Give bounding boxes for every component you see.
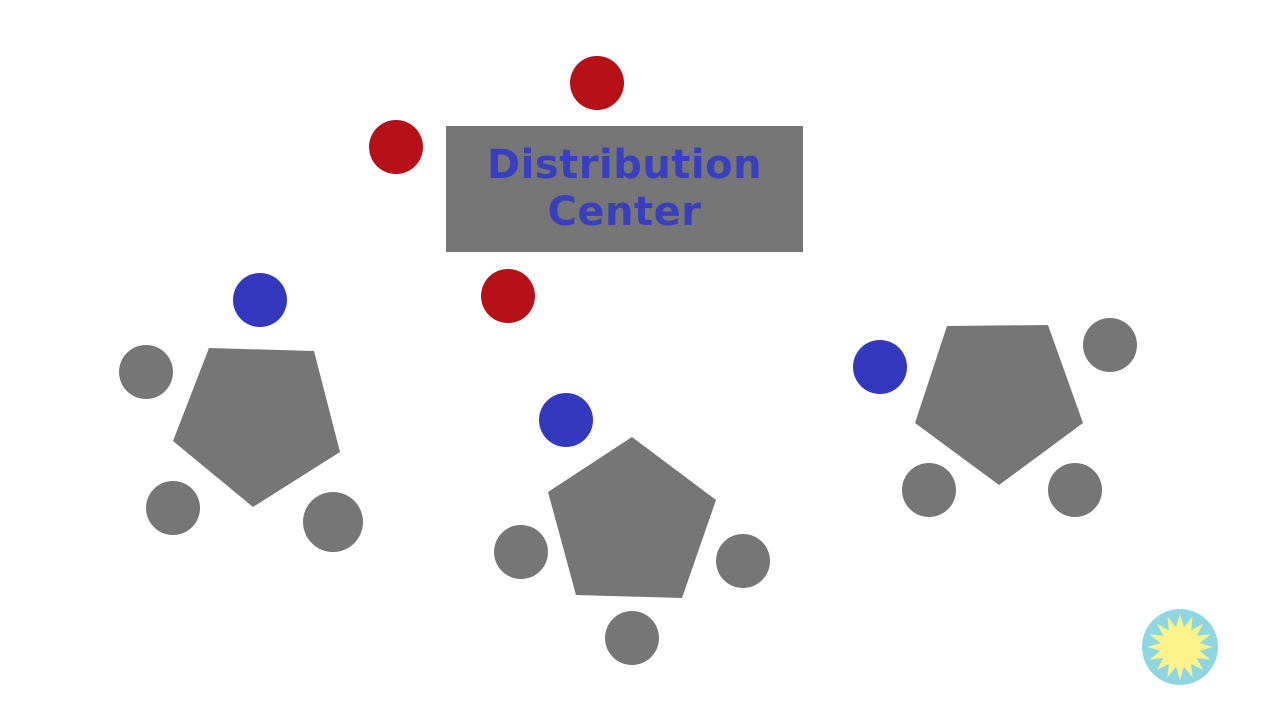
red-node xyxy=(481,269,535,323)
gray-node xyxy=(716,534,770,588)
gray-node xyxy=(1048,463,1102,517)
sun-logo-icon xyxy=(1142,609,1218,685)
distribution-center-label-line1: Distribution xyxy=(486,142,763,188)
distribution-center-label-line2: Center xyxy=(547,189,702,235)
distribution-center-box: Distribution Center xyxy=(446,126,803,252)
gray-node xyxy=(146,481,200,535)
pentagon-hub xyxy=(173,348,340,507)
gray-node xyxy=(902,463,956,517)
blue-node xyxy=(853,340,907,394)
pentagon-hub xyxy=(915,325,1083,485)
gray-node xyxy=(119,345,173,399)
red-node xyxy=(369,120,423,174)
red-node xyxy=(570,56,624,110)
pentagon-hub xyxy=(548,437,716,598)
gray-node xyxy=(1083,318,1137,372)
blue-node xyxy=(233,273,287,327)
gray-node xyxy=(303,492,363,552)
blue-node xyxy=(539,393,593,447)
gray-node xyxy=(605,611,659,665)
gray-node xyxy=(494,525,548,579)
